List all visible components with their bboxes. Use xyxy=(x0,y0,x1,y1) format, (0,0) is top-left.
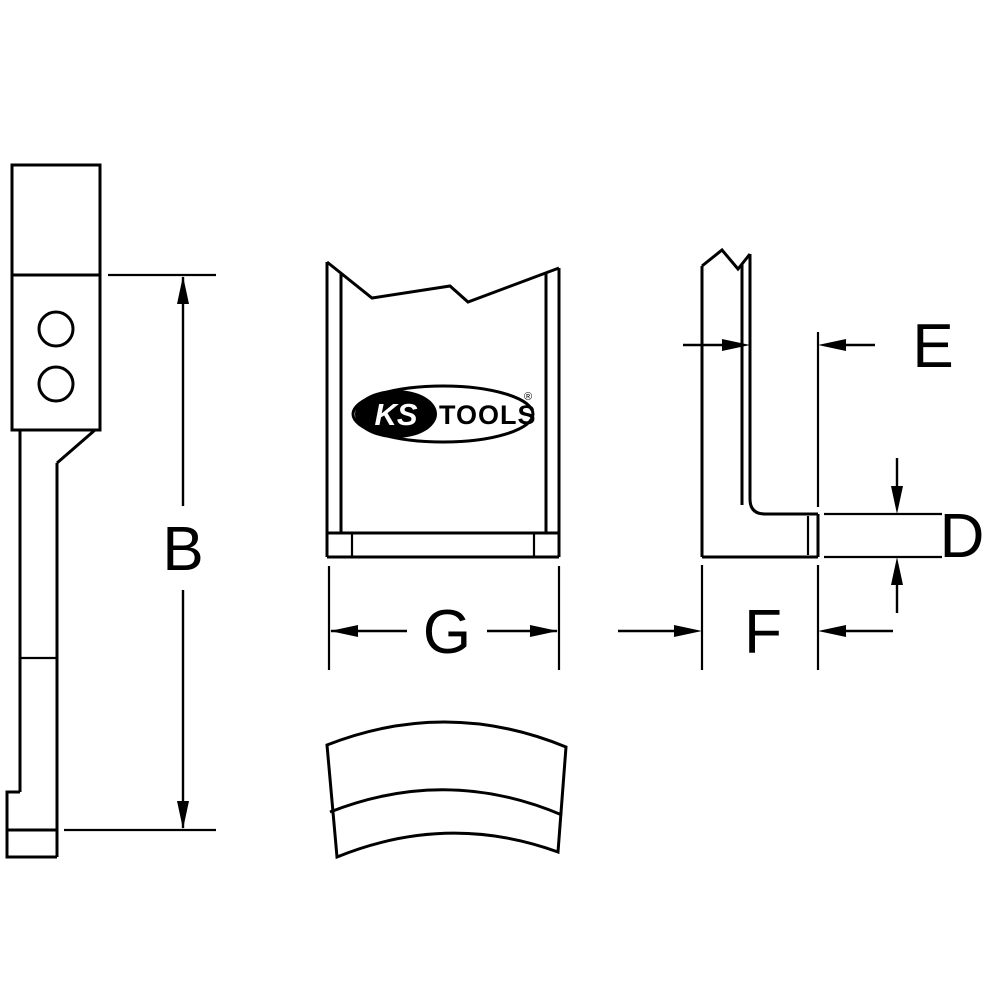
arrowhead-left-pointing xyxy=(818,625,846,637)
dimension-b: B xyxy=(64,273,216,832)
arrowhead-right-pointing xyxy=(674,625,702,637)
logo-ks-text: KS xyxy=(374,397,417,432)
mounting-hole-bottom xyxy=(37,365,75,403)
ks-tools-logo: KS TOOLS ® xyxy=(351,384,537,444)
profile-view-hook xyxy=(700,247,820,559)
dimension-e: E xyxy=(683,312,954,507)
front-view-leg: KS TOOLS ® xyxy=(325,260,561,559)
arrowhead-down xyxy=(177,801,189,829)
dimension-e-label: E xyxy=(912,312,953,381)
logo-black-field xyxy=(355,390,437,438)
dimension-d-label: D xyxy=(940,502,985,571)
mounting-hole-top xyxy=(37,310,75,348)
claw-band-inner-arc xyxy=(329,788,563,817)
dimension-g-label: G xyxy=(423,598,471,667)
arrowhead-left-pointing xyxy=(818,339,846,351)
side-view-leg xyxy=(5,163,102,859)
arrowhead-left xyxy=(330,625,358,637)
arrowhead-right xyxy=(530,625,558,637)
neck-chamfer xyxy=(56,428,96,465)
dimension-f: F xyxy=(618,565,893,670)
hook-right-edge-and-foot-top xyxy=(748,254,818,516)
arrowhead-right-pointing xyxy=(722,339,750,351)
claw-band-outline xyxy=(325,720,568,860)
top-view-claw xyxy=(325,720,568,860)
dimension-g: G xyxy=(327,566,561,670)
hook-break-line xyxy=(701,247,752,272)
dimension-b-label: B xyxy=(162,515,203,584)
break-line-top xyxy=(326,260,560,304)
dimension-f-label: F xyxy=(744,598,782,667)
arrowhead-down xyxy=(891,486,903,514)
logo-registered-mark: ® xyxy=(524,391,532,403)
arrowhead-up xyxy=(177,276,189,304)
claw-foot-outline xyxy=(5,790,57,859)
arrowhead-up xyxy=(891,557,903,585)
leg-body-outline xyxy=(10,163,102,432)
logo-tools-text: TOOLS xyxy=(439,400,537,430)
dimension-d: D xyxy=(824,458,984,613)
